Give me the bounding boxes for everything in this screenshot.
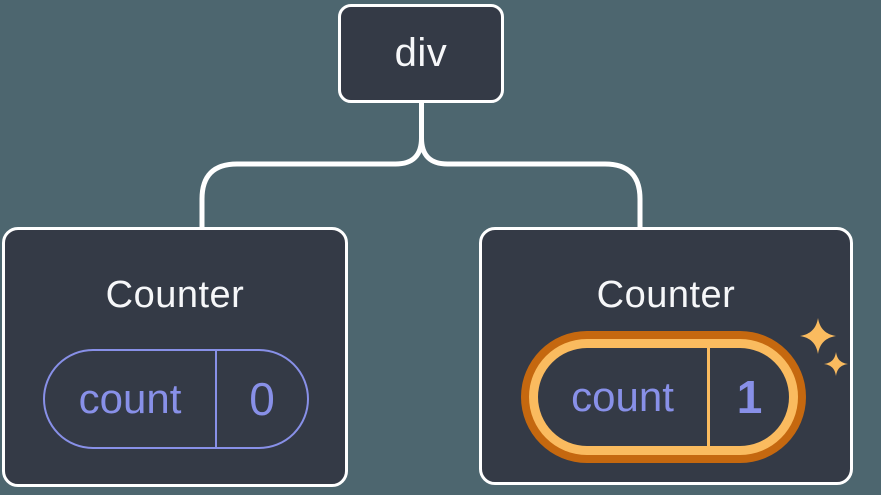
state-pill: count 0 [43, 349, 309, 449]
connector-right-branch [419, 101, 643, 229]
state-value-segment: 1 [710, 348, 789, 446]
counter-node-left: Counter count 0 [2, 227, 348, 487]
state-key-label: count [78, 375, 182, 422]
div-node: div [338, 4, 504, 103]
state-value-label: 0 [249, 373, 275, 425]
state-key-label: count [571, 373, 674, 420]
sparkle-icon-small [824, 352, 848, 376]
state-key-segment: count [45, 351, 217, 447]
counter-title: Counter [105, 274, 245, 316]
state-value-segment: 0 [217, 351, 307, 447]
counter-title: Counter [596, 274, 736, 316]
state-value-label: 1 [736, 371, 763, 423]
connector-left-branch [199, 101, 424, 229]
sparkle-icon [800, 318, 848, 376]
state-highlight-ring-inner: count 1 [529, 339, 798, 455]
state-highlight-ring: count 1 [521, 331, 806, 463]
state-pill: count 1 [538, 348, 789, 446]
state-key-segment: count [538, 348, 710, 446]
div-node-label: div [394, 31, 448, 75]
counter-node-right: Counter count 1 [479, 227, 853, 485]
sparkle-icon-large [800, 318, 836, 354]
